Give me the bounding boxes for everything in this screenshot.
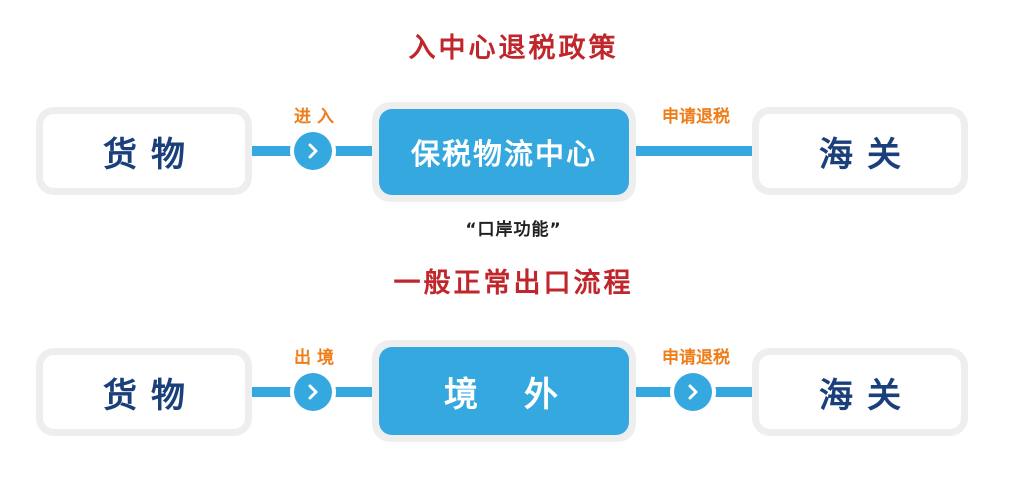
bottom-source-label: 货物 [103,375,199,416]
top-connector-2 [636,146,754,156]
top-target-box: 海关 [752,107,968,195]
bottom-step2-label: 申请退税 [662,348,730,368]
bottom-center-label: 境 外 [379,347,629,435]
top-note: “口岸功能” [465,220,562,240]
top-arrow-1 [290,128,336,174]
chevron-right-icon [308,384,318,400]
top-center-box: 保税物流中心 [372,102,636,202]
top-center-label: 保税物流中心 [379,109,629,195]
top-step1-label: 进 入 [294,107,334,127]
top-arrow-1-disc [294,132,332,170]
top-step2-label: 申请退税 [662,107,730,127]
bottom-target-box: 海关 [752,348,968,436]
bottom-step1-label: 出 境 [294,348,334,368]
bottom-arrow-2 [670,369,716,415]
bottom-flow-title: 一般正常出口流程 [393,268,634,299]
bottom-target-label: 海关 [819,375,915,416]
bottom-arrow-1 [290,369,336,415]
bottom-arrow-2-disc [674,373,712,411]
chevron-right-icon [688,384,698,400]
top-source-box: 货物 [36,107,252,195]
bottom-source-box: 货物 [36,348,252,436]
bottom-center-box: 境 外 [372,340,636,442]
top-source-label: 货物 [103,134,199,175]
bottom-arrow-1-disc [294,373,332,411]
chevron-right-icon [308,143,318,159]
top-target-label: 海关 [819,134,915,175]
top-flow-title: 入中心退税政策 [408,33,619,64]
